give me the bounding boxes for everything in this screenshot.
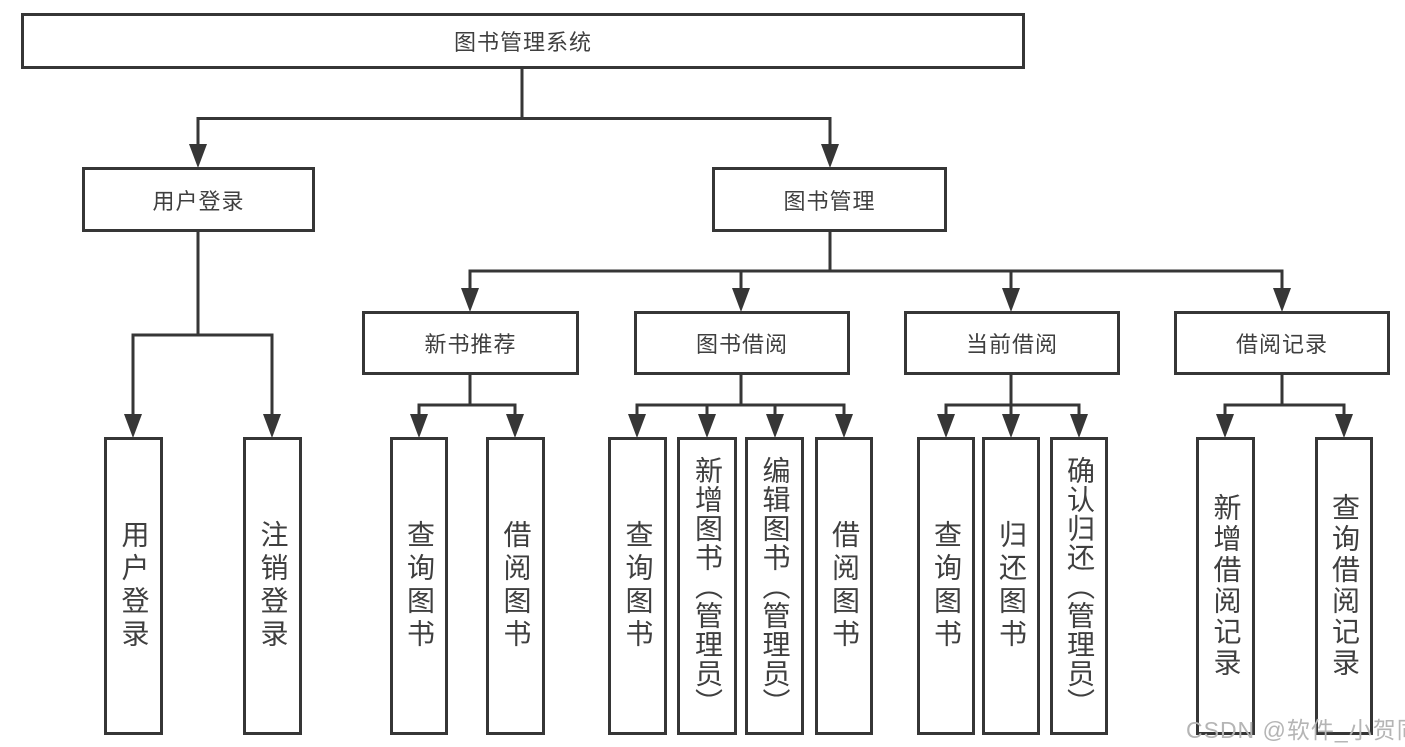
leaf-user-login: 用户登录 (104, 437, 163, 735)
arrowheads (124, 144, 1353, 438)
node-book-management: 图书管理 (712, 167, 947, 232)
leaf-recommend-borrow-books: 借阅图书 (486, 437, 545, 735)
node-current-borrow: 当前借阅 (904, 311, 1120, 375)
node-new-book-recommend: 新书推荐 (362, 311, 579, 375)
node-user-login: 用户登录 (82, 167, 315, 232)
leaf-logout: 注销登录 (243, 437, 302, 735)
leaf-return-books: 归还图书 (982, 437, 1040, 735)
node-borrow-records: 借阅记录 (1174, 311, 1390, 375)
leaf-confirm-return-admin: 确认归还（管理员） (1050, 437, 1108, 735)
leaf-add-book-admin: 新增图书（管理员） (677, 437, 737, 735)
node-root: 图书管理系统 (21, 13, 1025, 69)
leaf-edit-book-admin: 编辑图书（管理员） (745, 437, 804, 735)
leaf-borrow-query-books: 查询图书 (608, 437, 667, 735)
leaf-borrow-books: 借阅图书 (815, 437, 873, 735)
leaf-current-query-books: 查询图书 (917, 437, 975, 735)
leaf-query-borrow-record: 查询借阅记录 (1315, 437, 1373, 735)
leaf-add-borrow-record: 新增借阅记录 (1196, 437, 1255, 735)
watermark-text: CSDN @软件_小贺同学 (1186, 717, 1405, 743)
node-book-borrow: 图书借阅 (634, 311, 850, 375)
leaf-recommend-query-books: 查询图书 (390, 437, 448, 735)
